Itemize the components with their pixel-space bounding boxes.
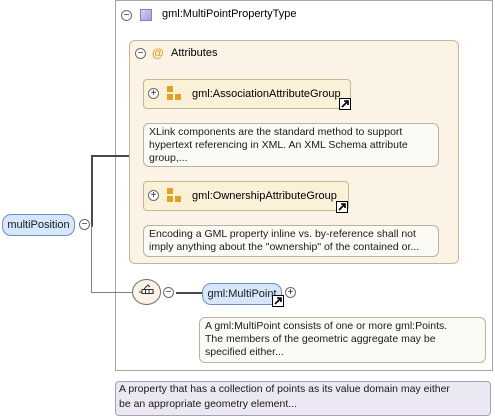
reference-arrow-icon [339,98,351,110]
group-doc: XLink components are the standard method… [143,123,439,167]
connector [91,225,92,293]
group-label: gml:AssociationAttributeGroup [192,88,341,100]
type-collapse-icon[interactable]: − [121,10,132,21]
at-sign-icon: @ [152,46,164,60]
connector [91,292,132,293]
element-node[interactable]: multiPosition [2,214,75,236]
group-expand-icon[interactable]: + [148,190,159,201]
attributes-label: Attributes [171,47,218,59]
sequence-collapse-icon[interactable]: − [163,287,174,298]
connector [91,155,129,157]
attribute-group-icon [167,188,181,202]
child-element-node[interactable]: gml:MultiPoint [202,283,282,305]
attribute-group-icon [167,86,181,100]
connector [176,292,202,294]
group-expand-icon[interactable]: + [148,88,159,99]
sequence-compositor-icon[interactable] [132,279,161,305]
complex-type-icon [140,9,152,21]
element-doc: A property that has a collection of poin… [115,381,491,416]
group-label: gml:OwnershipAttributeGroup [192,190,337,202]
child-doc: A gml:MultiPoint consists of one or more… [199,317,486,363]
attributes-collapse-icon[interactable]: − [135,48,146,59]
reference-arrow-icon [272,295,284,307]
element-collapse-icon[interactable]: − [79,219,90,230]
reference-arrow-icon [336,201,348,213]
connector [91,155,93,227]
group-doc: Encoding a GML property inline vs. by-re… [143,225,439,257]
type-label: gml:MultiPointPropertyType [162,8,297,20]
child-expand-icon[interactable]: + [285,287,296,298]
